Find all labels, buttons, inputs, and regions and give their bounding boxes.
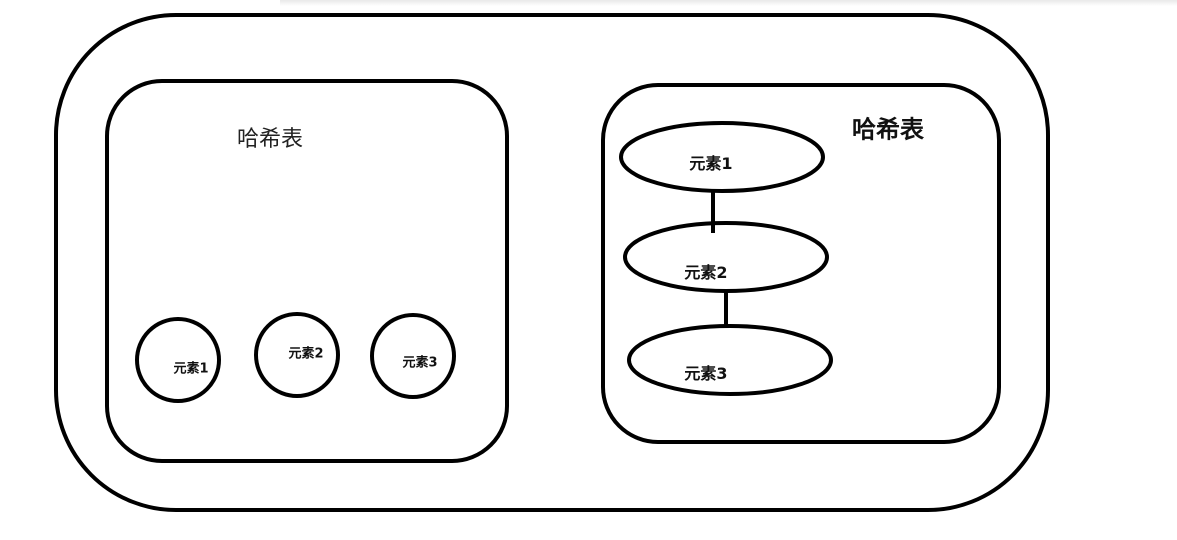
- right-element-3-label: 元素3: [684, 364, 728, 383]
- left-element-3-circle: [370, 313, 456, 399]
- left-element-1-circle: [135, 317, 221, 403]
- right-element-2-label: 元素2: [684, 263, 728, 282]
- right-panel-title: 哈希表: [852, 115, 924, 144]
- left-panel-title: 哈希表: [236, 127, 304, 152]
- left-element-1-label: 元素1: [173, 361, 209, 377]
- right-hash-table-box: [601, 83, 1001, 444]
- right-element-3-ellipse: [627, 324, 833, 396]
- left-hash-table-box: [105, 79, 509, 463]
- outer-container: [54, 13, 1050, 512]
- left-element-3-label: 元素3: [402, 355, 438, 371]
- top-edge-shadow: [280, 0, 1177, 6]
- left-element-2-circle: [254, 312, 340, 398]
- right-element-1-ellipse: [619, 121, 825, 193]
- right-element-1-label: 元素1: [689, 154, 733, 173]
- left-element-2-label: 元素2: [288, 346, 324, 362]
